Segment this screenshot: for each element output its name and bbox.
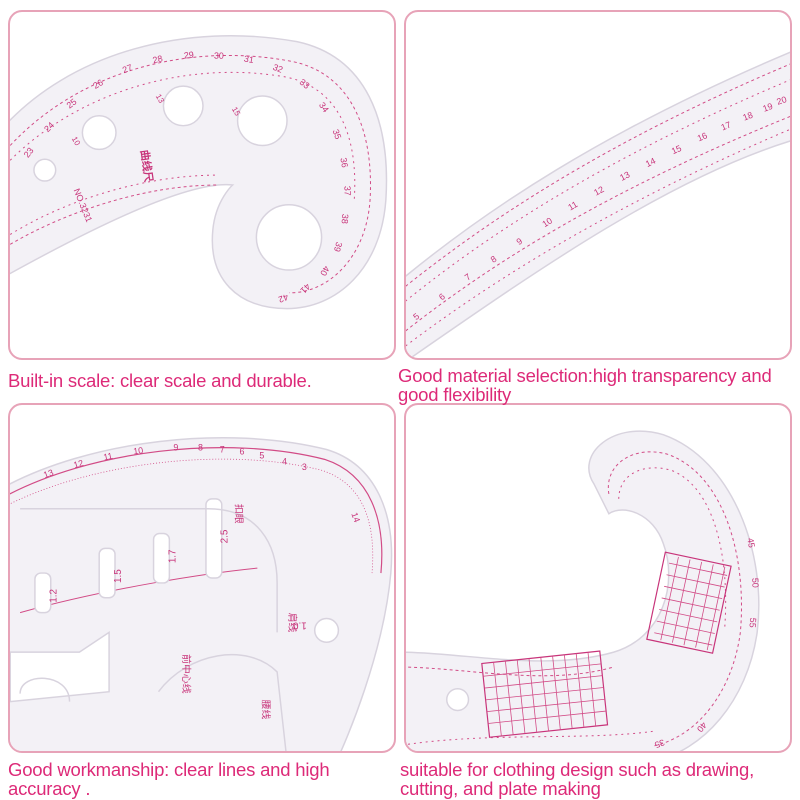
svg-text:13: 13 [618,169,631,182]
svg-text:10: 10 [133,445,144,456]
photo-panel-grid-curve: 45 50 55 40 35 [404,403,792,753]
svg-text:28: 28 [152,53,164,65]
svg-text:2.5: 2.5 [220,529,231,543]
svg-text:13: 13 [42,467,55,480]
svg-text:29: 29 [183,49,194,60]
photo-panel-curved-strip: 5 6 7 8 9 10 11 12 13 14 15 16 17 18 19 … [404,10,792,360]
hole-large [162,85,204,127]
chinese-label: 曲线尺 [138,149,156,183]
svg-text:45: 45 [745,537,757,549]
svg-text:26: 26 [91,77,105,91]
french-curve-ruler-image: 23 24 25 26 27 28 29 30 31 32 33 34 35 3… [10,35,388,310]
hole-small [33,158,57,182]
svg-text:9: 9 [515,236,525,247]
svg-text:18: 18 [741,110,754,123]
svg-text:17: 17 [720,119,733,132]
svg-text:11: 11 [102,451,113,463]
svg-text:12: 12 [72,458,84,470]
svg-text:16: 16 [696,130,709,143]
svg-text:10: 10 [540,215,554,229]
svg-text:40: 40 [318,264,331,277]
svg-text:19: 19 [761,101,774,114]
caption-workmanship: Good workmanship: clear lines and high a… [8,759,330,799]
svg-text:7: 7 [220,444,225,454]
svg-text:4: 4 [282,456,287,466]
svg-text:39: 39 [332,241,344,253]
hole-medium [81,115,117,151]
svg-text:55: 55 [747,617,758,628]
svg-text:30: 30 [214,50,224,60]
svg-text:12: 12 [592,184,606,198]
photo-panel-hip-curve: 1.2 1.5 1.7 2.5 10 11 12 13 14 9 8 7 6 5… [8,403,396,753]
caption-material-selection: Good material selection:high transparenc… [398,365,772,405]
grid-block-upper [646,551,732,654]
svg-text:9: 9 [173,442,178,452]
hole-xxlarge [255,204,323,271]
svg-text:14: 14 [644,156,657,169]
svg-text:36: 36 [338,157,350,169]
svg-text:38: 38 [340,213,351,224]
svg-text:1.0: 1.0 [293,619,307,630]
svg-text:8: 8 [489,254,499,265]
curved-strip-ruler-image: 5 6 7 8 9 10 11 12 13 14 15 16 17 18 19 … [406,51,790,358]
svg-text:42: 42 [277,292,290,305]
svg-text:34: 34 [317,100,331,114]
svg-text:腰线: 腰线 [259,700,272,720]
svg-text:5: 5 [411,311,421,322]
svg-text:20: 20 [775,94,788,107]
caption-built-in-scale: Built-in scale: clear scale and durable. [8,370,312,391]
grid-block-lower [481,650,609,738]
svg-text:前中心线: 前中心线 [180,654,193,694]
svg-text:5: 5 [259,450,264,460]
svg-text:15: 15 [670,143,683,156]
svg-text:7: 7 [463,271,473,282]
svg-text:扣眼: 扣眼 [233,504,246,524]
hip-curve-ruler-image: 1.2 1.5 1.7 2.5 10 11 12 13 14 9 8 7 6 5… [10,437,393,751]
photo-panel-french-curve: 23 24 25 26 27 28 29 30 31 32 33 34 35 3… [8,10,396,360]
svg-text:1.2: 1.2 [49,589,60,603]
svg-text:35: 35 [331,128,344,141]
svg-text:25: 25 [65,96,79,110]
svg-text:14: 14 [349,511,362,524]
svg-text:23: 23 [22,146,36,160]
svg-text:8: 8 [198,442,203,452]
svg-text:31: 31 [243,54,255,66]
svg-text:肩线: 肩线 [286,613,299,633]
caption-clothing-design: suitable for clothing design such as dra… [400,759,755,799]
svg-text:6: 6 [437,291,447,302]
svg-text:27: 27 [121,62,134,75]
svg-text:33: 33 [298,77,312,91]
grid-curve-ruler-image: 45 50 55 40 35 [406,430,761,751]
svg-text:11: 11 [566,199,579,212]
svg-text:1.5: 1.5 [113,569,124,583]
svg-text:1.7: 1.7 [167,549,178,563]
svg-text:50: 50 [750,578,760,588]
svg-text:37: 37 [342,186,352,196]
svg-text:32: 32 [271,62,284,75]
svg-text:35: 35 [653,737,666,750]
hole-xlarge [236,95,288,147]
svg-text:3: 3 [302,462,307,472]
svg-text:6: 6 [240,446,245,456]
